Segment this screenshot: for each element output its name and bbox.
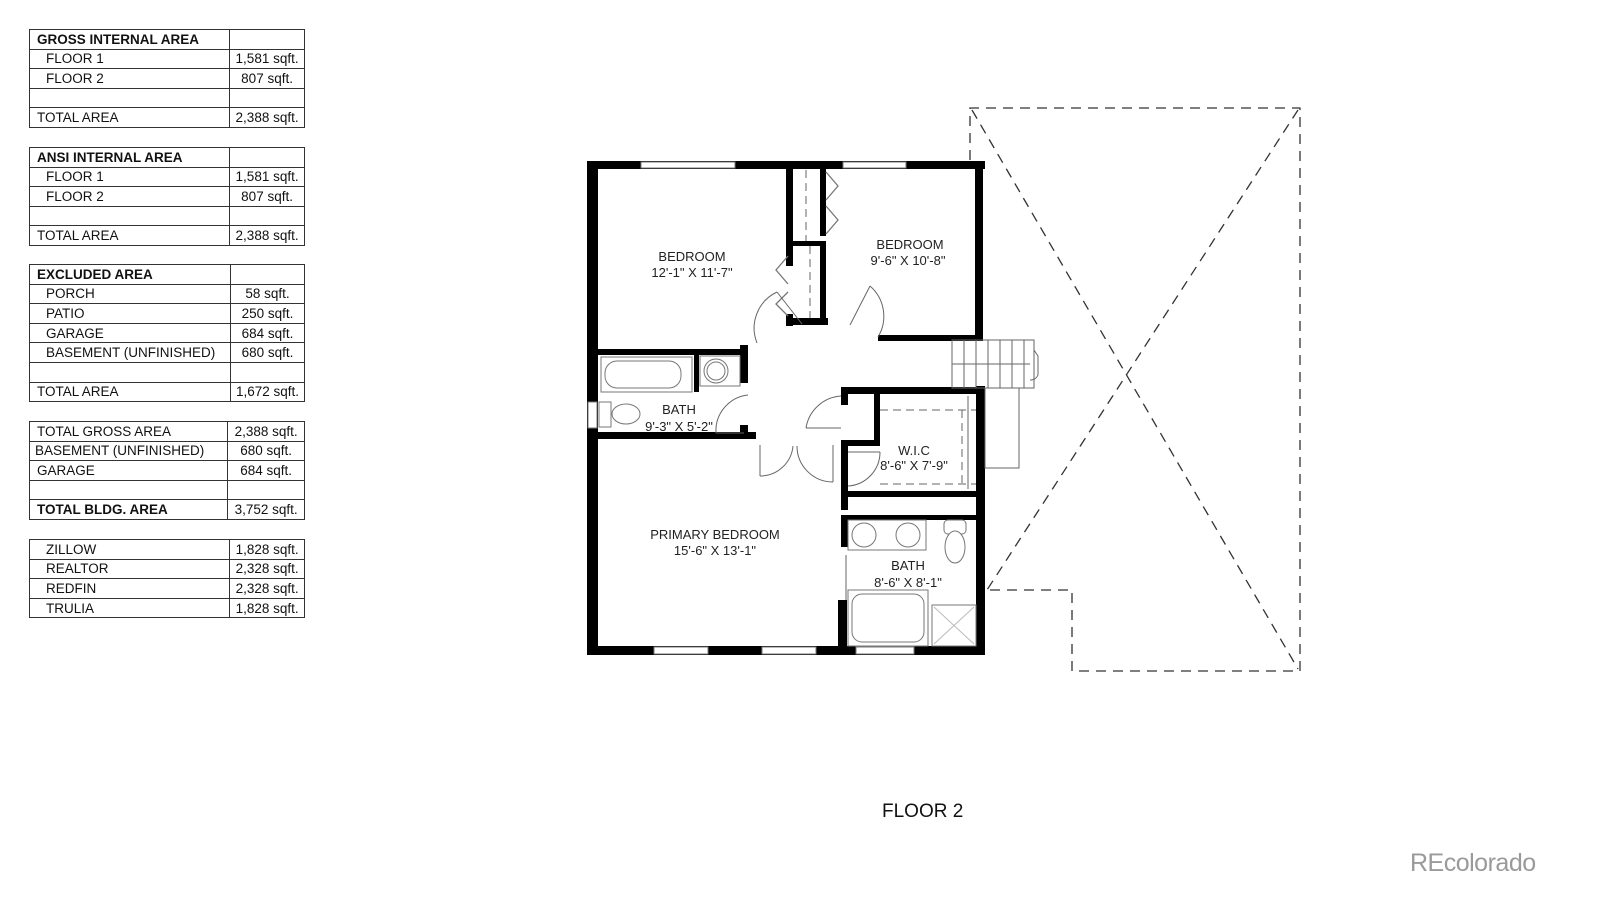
row-label: BASEMENT (UNFINISHED) [28, 342, 232, 363]
total-value: 2,388 sqft. [229, 225, 305, 246]
table-title: ANSI INTERNAL AREA [28, 147, 231, 168]
primary-bedroom-dims: 15'-6" X 13'-1" [674, 543, 757, 558]
garage-roof-outline [969, 107, 1301, 672]
row-label: TRULIA [28, 597, 231, 619]
row-value: 684 sqft. [227, 460, 305, 481]
room-labels: BEDROOM 12'-1" X 11'-7" BEDROOM 9'-6" X … [645, 237, 948, 590]
row-value: 2,328 sqft. [229, 558, 305, 580]
row-value: 250 sqft. [230, 303, 305, 324]
row-value: 1,828 sqft. [229, 597, 305, 619]
door-swings [715, 285, 885, 600]
bath-2-name: BATH [891, 558, 925, 573]
row-value: 680 sqft. [230, 342, 305, 363]
bath-2-dims: 8'-6" X 8'-1" [874, 575, 942, 590]
row-label: GARAGE [28, 322, 232, 344]
closet-shelves [805, 170, 976, 489]
row-label: TOTAL GROSS AREA [28, 421, 229, 442]
primary-bedroom-name: PRIMARY BEDROOM [650, 527, 780, 542]
bedroom-2-name: BEDROOM [876, 237, 943, 252]
bedroom-1-dims: 12'-1" X 11'-7" [651, 265, 733, 280]
total-value: 1,672 sqft. [230, 381, 305, 403]
table-row: BASEMENT (UNFINISHED)680 sqft. [28, 342, 305, 363]
total-label: TOTAL AREA [28, 381, 232, 403]
bifold-doors [775, 171, 839, 317]
wic-name: W.I.C [898, 443, 930, 458]
bedroom-2-dims: 9'-6" X 10'-8" [871, 253, 946, 268]
fixtures [598, 355, 977, 647]
interior-walls [594, 166, 985, 650]
total-label: TOTAL AREA [28, 107, 231, 128]
watermark-logo: REcolorado [1410, 849, 1536, 877]
wic-dims: 8'-6" X 7'-9" [880, 458, 948, 473]
windows [587, 161, 915, 655]
floor-title: FLOOR 2 [882, 801, 964, 822]
total-label: TOTAL BLDG. AREA [28, 499, 229, 520]
row-label: FLOOR 2 [28, 68, 231, 89]
bath-1-dims: 9'-3" X 5'-2" [645, 419, 713, 434]
stairs [951, 339, 1039, 469]
row-value: 58 sqft. [230, 283, 305, 305]
bedroom-1-name: BEDROOM [658, 249, 725, 264]
row-value: 807 sqft. [229, 68, 305, 89]
table-row: BASEMENT (UNFINISHED)680 sqft. [28, 440, 305, 462]
row-label: ZILLOW [28, 539, 231, 560]
table-row-empty [28, 205, 305, 227]
total-value: 3,752 sqft. [227, 499, 305, 520]
total-label: TOTAL AREA [28, 225, 231, 246]
bath-1-name: BATH [662, 402, 696, 417]
row-label: FLOOR 1 [28, 166, 231, 188]
row-value: 2,388 sqft. [227, 421, 305, 442]
row-value: 1,581 sqft. [229, 166, 305, 188]
total-value: 2,388 sqft. [229, 107, 305, 128]
